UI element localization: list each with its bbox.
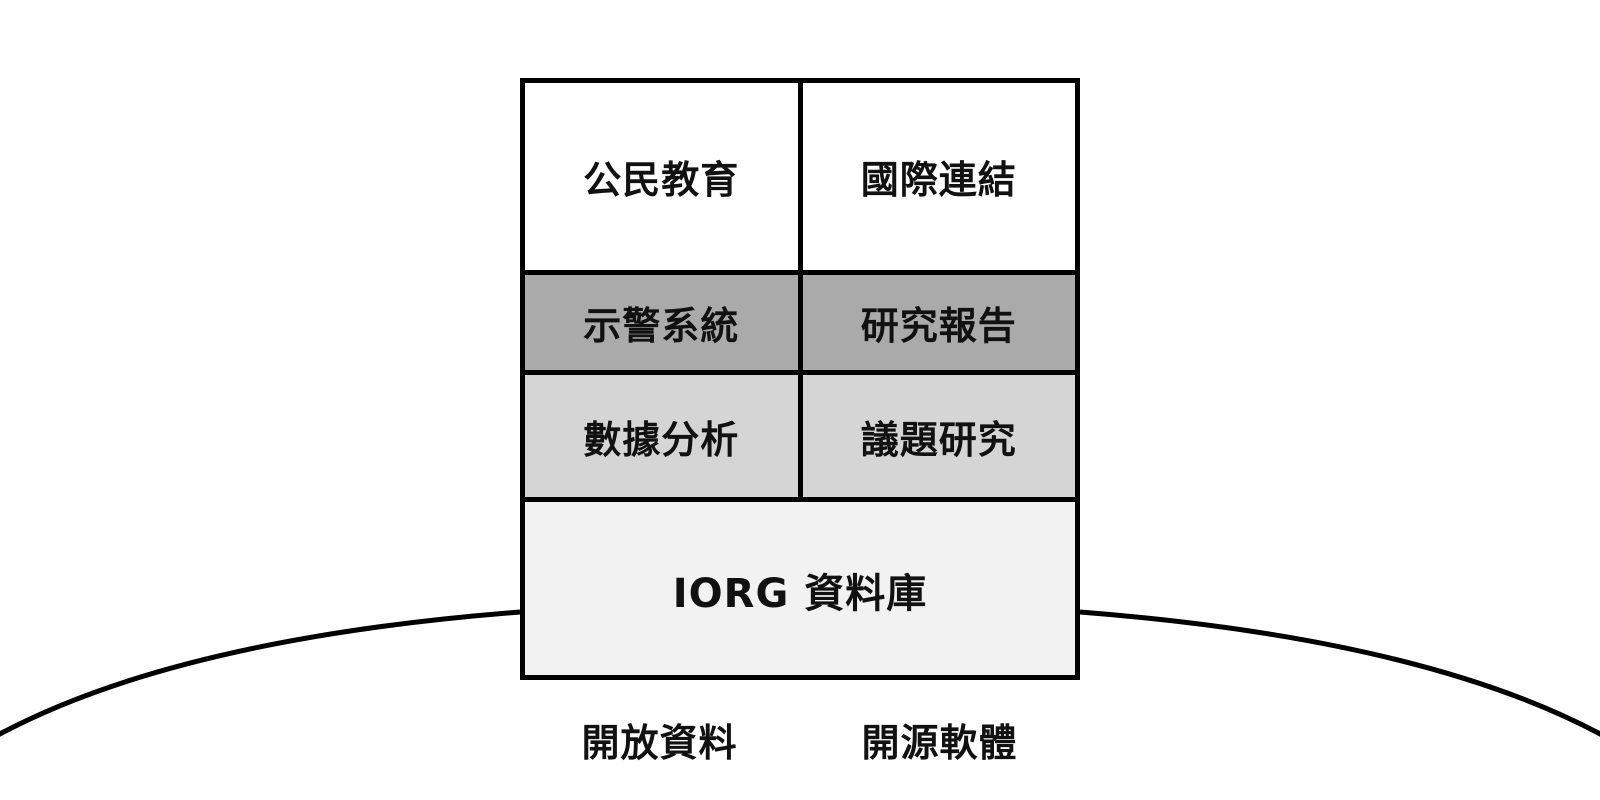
international-links-block: 國際連結 — [860, 158, 1017, 202]
iorg-database-block: IORG 資料庫 — [672, 570, 928, 617]
open-data-label: 開放資料 — [581, 721, 738, 765]
capability-stack: 公民教育 國際連結 示警系統 研究報告 數據分析 議題研究 IORG 資料庫 — [520, 78, 1080, 680]
alert-system-block: 示警系統 — [525, 275, 803, 370]
research-report-block: 研究報告 — [860, 304, 1017, 348]
stack-row-alerts: 示警系統 研究報告 — [525, 275, 1075, 375]
data-analysis-block: 數據分析 — [525, 375, 803, 497]
stack-row-database: IORG 資料庫 — [525, 502, 1075, 675]
stack-row-analysis: 數據分析 議題研究 — [525, 375, 1075, 502]
stack-row-top: 公民教育 國際連結 — [525, 83, 1075, 275]
issue-research-block: 議題研究 — [860, 417, 1017, 462]
civic-education-block: 公民教育 — [525, 83, 803, 270]
open-source-label: 開源軟體 — [861, 721, 1018, 765]
